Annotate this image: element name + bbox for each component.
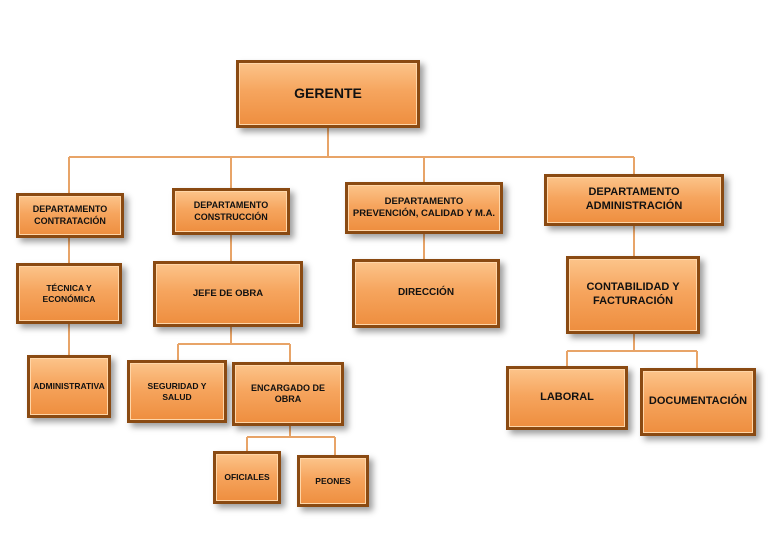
node-seguridad-salud: SEGURIDAD Y SALUD xyxy=(127,360,227,423)
node-tecnica-economica: TÉCNICA Y ECONÓMICA xyxy=(16,263,122,324)
node-encargado-obra: ENCARGADO DE OBRA xyxy=(232,362,344,426)
node-label: DEPARTAMENTO CONTRATACIÓN xyxy=(32,204,108,226)
node-label: JEFE DE OBRA xyxy=(192,288,264,300)
node-oficiales: OFICIALES xyxy=(213,451,281,504)
node-label: DIRECCIÓN xyxy=(397,287,455,299)
node-label: OFICIALES xyxy=(224,472,270,483)
node-jefe-obra: JEFE DE OBRA xyxy=(153,261,303,327)
node-label: SEGURIDAD Y SALUD xyxy=(147,380,207,402)
node-dept-contratacion: DEPARTAMENTO CONTRATACIÓN xyxy=(16,193,124,238)
node-label: DEPARTAMENTO CONSTRUCCIÓN xyxy=(193,200,269,222)
node-dept-prevencion: DEPARTAMENTO PREVENCIÓN, CALIDAD Y M.A. xyxy=(345,182,503,234)
node-label: DEPARTAMENTO PREVENCIÓN, CALIDAD Y M.A. xyxy=(352,196,496,219)
node-administrativa: ADMINISTRATIVA xyxy=(27,355,111,418)
node-label: DOCUMENTACIÓN xyxy=(648,395,748,408)
node-label: ENCARGADO DE OBRA xyxy=(250,382,325,404)
node-gerente: GERENTE xyxy=(236,60,420,128)
node-documentacion: DOCUMENTACIÓN xyxy=(640,368,756,436)
node-label: TÉCNICA Y ECONÓMICA xyxy=(42,282,96,304)
node-peones: PEONES xyxy=(297,455,369,507)
node-dept-administracion: DEPARTAMENTO ADMINISTRACIÓN xyxy=(544,174,724,226)
node-label: GERENTE xyxy=(294,85,362,102)
node-dept-construccion: DEPARTAMENTO CONSTRUCCIÓN xyxy=(172,188,290,235)
node-label: DEPARTAMENTO ADMINISTRACIÓN xyxy=(585,186,683,212)
node-direccion: DIRECCIÓN xyxy=(352,259,500,328)
node-label: PEONES xyxy=(315,475,351,486)
node-label: LABORAL xyxy=(540,391,594,404)
node-label: CONTABILIDAD Y FACTURACIÓN xyxy=(586,281,680,307)
node-laboral: LABORAL xyxy=(506,366,628,430)
node-contabilidad-facturacion: CONTABILIDAD Y FACTURACIÓN xyxy=(566,256,700,334)
node-label: ADMINISTRATIVA xyxy=(33,381,105,392)
